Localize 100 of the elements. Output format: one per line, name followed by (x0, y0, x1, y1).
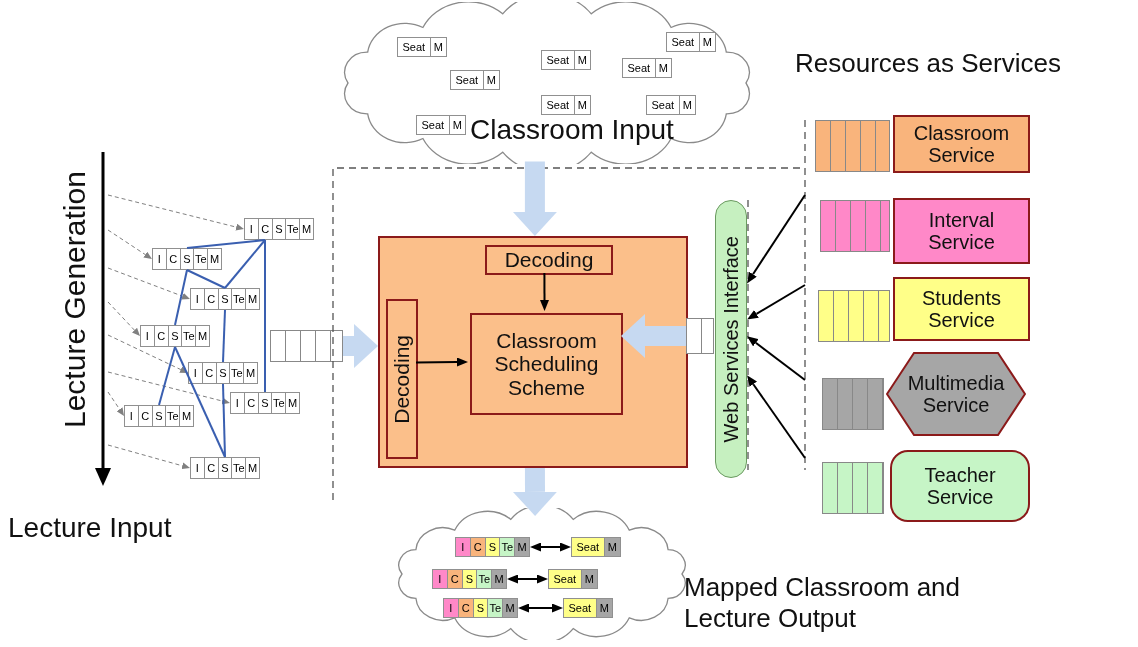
record-cell: S (217, 458, 232, 478)
process-box (485, 245, 613, 275)
record-cell: C (137, 406, 152, 426)
record-cell: C (257, 219, 272, 239)
record-cell-text: I (194, 292, 200, 307)
record-strip (571, 537, 621, 557)
record-strip (548, 569, 598, 589)
process-box (893, 277, 1030, 341)
dashed-arrow (107, 391, 125, 416)
record-strip (563, 598, 613, 618)
record-cell: S (151, 406, 166, 426)
record-strip (666, 32, 716, 52)
connector-line (222, 309, 226, 363)
record-cell: M (245, 289, 259, 309)
record-cell: M (678, 96, 695, 114)
record-cell: I (456, 538, 470, 556)
interface-bar (715, 200, 747, 478)
block-arrow (343, 324, 378, 368)
box-label: Web Services Interface (720, 235, 742, 443)
box-label: Decoding (503, 248, 595, 272)
connector-line (186, 269, 226, 289)
record-cell: Seat (549, 570, 581, 588)
record-cell-text: I (144, 329, 150, 344)
queue-bar (822, 378, 884, 430)
section-heading: Resources as Services (795, 48, 1062, 79)
record-cell: Te (193, 249, 208, 269)
box-label: Multimedia Service (906, 372, 1006, 416)
connector-line (224, 239, 266, 289)
record-cell: Te (165, 406, 180, 426)
record-cell-text: I (234, 396, 240, 411)
cloud-title: Classroom Input (470, 115, 674, 146)
record-strip (140, 325, 210, 347)
process-box (893, 198, 1030, 264)
record-strip (244, 218, 314, 240)
record-cell-text: Seat (401, 40, 427, 55)
record-cell-text: I (194, 461, 200, 476)
queue-bar (815, 120, 890, 172)
double-arrow (530, 542, 571, 552)
hexagon-box (886, 352, 1026, 436)
box-label: Classroom Service (912, 122, 1011, 166)
record-cell: C (243, 393, 258, 413)
record-cell: S (167, 326, 182, 346)
record-cell-text: I (248, 222, 254, 237)
record-cell: M (448, 116, 465, 134)
record-cell: Seat (572, 538, 604, 556)
record-cell-text: I (128, 409, 134, 424)
queue-bar (686, 318, 714, 354)
record-cell: M (573, 51, 590, 69)
record-cell: S (179, 249, 194, 269)
box-label: Interval Service (927, 209, 996, 253)
record-cell: Te (181, 326, 196, 346)
connector-line (174, 346, 226, 458)
record-cell: Te (229, 363, 244, 383)
record-cell: M (207, 249, 221, 269)
record-cell: Te (285, 219, 300, 239)
record-strip (432, 569, 507, 589)
record-cell: S (271, 219, 286, 239)
record-strip (455, 537, 530, 557)
record-cell: M (491, 570, 506, 588)
connector-line (222, 383, 226, 458)
connector-line (264, 239, 266, 393)
record-cell: C (203, 458, 218, 478)
process-box (386, 299, 418, 459)
dashed-arrow (107, 229, 152, 259)
record-cell: Te (487, 599, 503, 617)
record-cell-text: Seat (545, 98, 571, 113)
record-strip (124, 405, 194, 427)
queue-bar (820, 200, 890, 252)
dashed-arrow (107, 301, 140, 337)
axis-label: Lecture Generation (58, 170, 92, 431)
record-strip (190, 288, 260, 310)
record-strip (541, 50, 591, 70)
record-cell: S (215, 363, 230, 383)
dashed-arrow (107, 371, 230, 405)
queue-bar (270, 330, 343, 362)
arrow (746, 194, 806, 284)
record-cell: M (179, 406, 193, 426)
record-cell: M (195, 326, 209, 346)
box-label: Classroom Scheduling Scheme (493, 329, 600, 399)
box-label: Students Service (921, 287, 1002, 331)
dashed-arrow (107, 444, 190, 470)
caption-text: Lecture Input (8, 512, 173, 544)
record-cell-text: Seat (650, 98, 676, 113)
record-cell: C (153, 326, 168, 346)
record-strip (541, 95, 591, 115)
record-cell: M (482, 71, 499, 89)
record-cell: Seat (564, 599, 596, 617)
record-cell: Te (499, 538, 515, 556)
box-label: Decoding (390, 334, 414, 424)
block-arrow (512, 161, 557, 236)
caption-text: Mapped Classroom and Lecture Output (684, 572, 962, 634)
record-cell: M (245, 458, 259, 478)
block-arrow (513, 467, 557, 516)
record-strip (443, 598, 518, 618)
record-cell: I (444, 599, 458, 617)
record-strip (397, 37, 447, 57)
record-strip (646, 95, 696, 115)
rounded-box (890, 450, 1030, 522)
record-cell: M (573, 96, 590, 114)
record-cell-text: Seat (670, 35, 696, 50)
